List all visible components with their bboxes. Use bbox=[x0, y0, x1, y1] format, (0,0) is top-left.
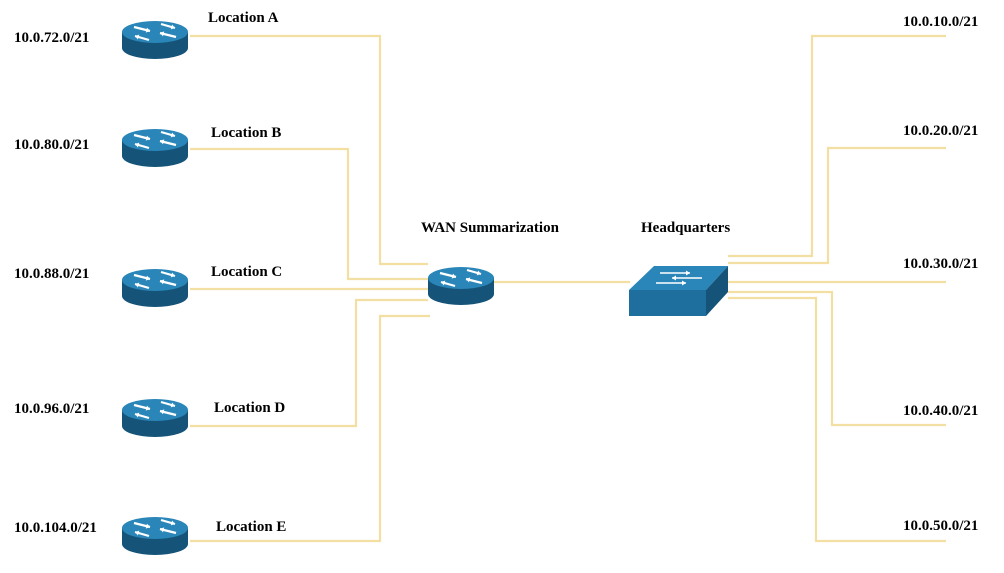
router-icon-wan-summarization bbox=[428, 267, 494, 305]
switch-icon-headquarters bbox=[629, 266, 728, 316]
wan-router-label: WAN Summarization bbox=[421, 220, 559, 236]
location-label-e: Location E bbox=[216, 519, 287, 535]
link-location-b bbox=[190, 147, 428, 281]
router-icon-location-e bbox=[122, 517, 188, 555]
location-label-d: Location D bbox=[214, 400, 286, 416]
link-location-d bbox=[190, 298, 428, 428]
link-location-a bbox=[190, 34, 428, 266]
hq-network-label-5: 10.0.50.0/21 bbox=[903, 518, 979, 534]
headquarters-label: Headquarters bbox=[641, 220, 731, 236]
site-network-label-a: 10.0.72.0/21 bbox=[14, 30, 90, 46]
link-location-e bbox=[190, 314, 430, 543]
site-network-label-d: 10.0.96.0/21 bbox=[14, 401, 90, 417]
link-hq-net-2 bbox=[728, 146, 946, 265]
location-label-b: Location B bbox=[211, 125, 282, 141]
location-label-c: Location C bbox=[211, 264, 283, 280]
location-label-a: Location A bbox=[208, 10, 279, 26]
link-hq-net-5 bbox=[728, 296, 946, 543]
site-network-label-c: 10.0.88.0/21 bbox=[14, 266, 90, 282]
hq-network-label-1: 10.0.10.0/21 bbox=[903, 14, 979, 30]
router-icon-location-b bbox=[122, 129, 188, 167]
hq-network-label-3: 10.0.30.0/21 bbox=[903, 256, 979, 272]
links bbox=[190, 34, 946, 543]
hq-network-label-2: 10.0.20.0/21 bbox=[903, 123, 979, 139]
site-network-label-e: 10.0.104.0/21 bbox=[14, 520, 97, 536]
router-icon-location-d bbox=[122, 399, 188, 437]
link-hq-net-4 bbox=[728, 290, 946, 427]
router-icon-location-c bbox=[122, 269, 188, 307]
devices bbox=[122, 21, 728, 555]
site-network-label-b: 10.0.80.0/21 bbox=[14, 137, 90, 153]
hq-network-label-4: 10.0.40.0/21 bbox=[903, 403, 979, 419]
router-icon-location-a bbox=[122, 21, 188, 59]
link-hq-net-1 bbox=[728, 34, 946, 258]
